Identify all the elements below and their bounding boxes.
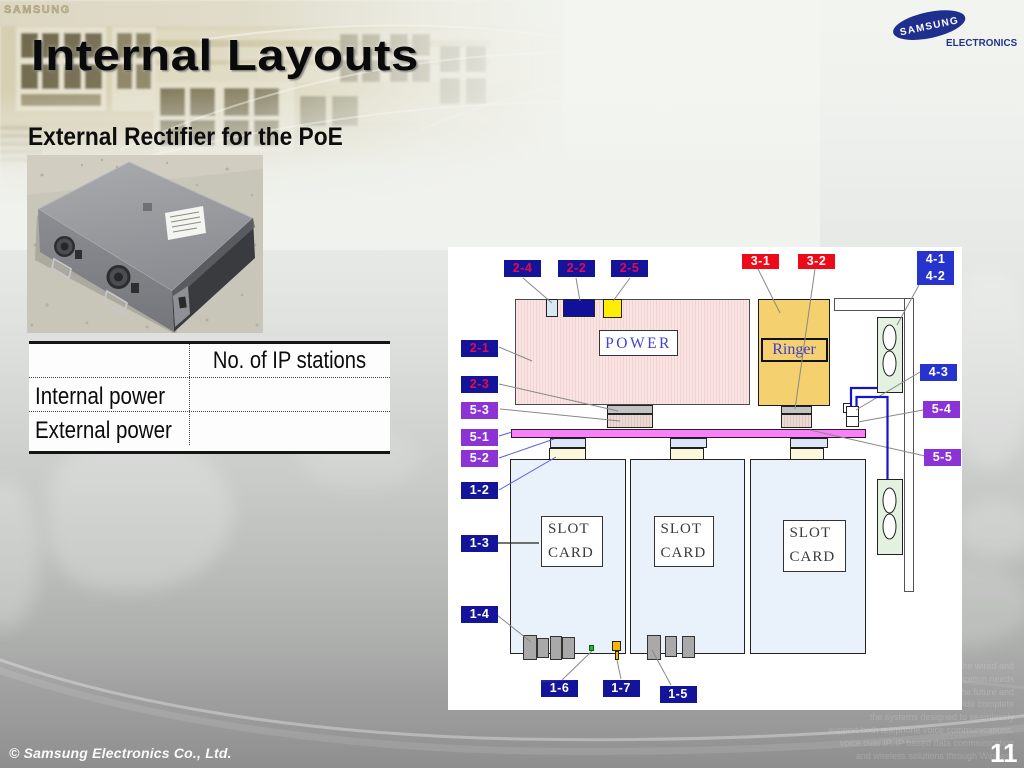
- svg-text:ELECTRONICS: ELECTRONICS: [946, 38, 1018, 49]
